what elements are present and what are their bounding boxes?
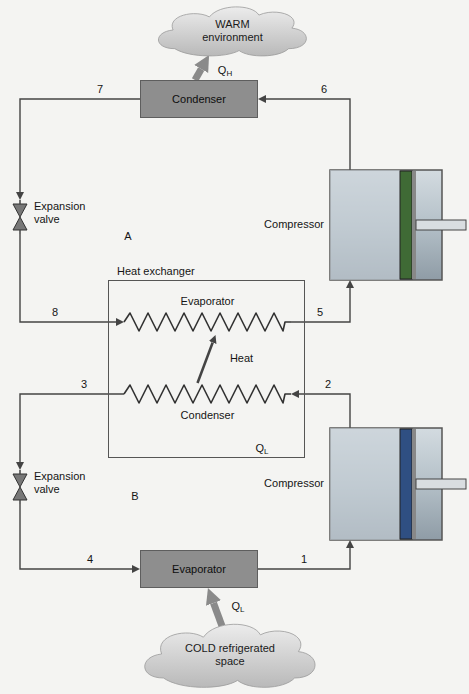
heat-exchanger-box: Condenser bbox=[140, 80, 258, 118]
refrigerant-line bbox=[299, 394, 350, 428]
compressor-cylinder bbox=[330, 170, 442, 280]
heat-exchanger: Heat exchangerEvaporatorCondenser bbox=[108, 280, 305, 458]
component-label: Condenser bbox=[172, 93, 226, 106]
valve-label: Expansion valve bbox=[34, 470, 100, 495]
cycle-label: A bbox=[122, 230, 133, 242]
refrigerant-line bbox=[20, 234, 116, 322]
state-number: 3 bbox=[79, 378, 89, 390]
coil: Evaporator bbox=[124, 311, 291, 333]
state-number: 7 bbox=[95, 83, 105, 95]
compressor-cylinder bbox=[330, 428, 442, 540]
coil-zigzag bbox=[124, 383, 291, 405]
coil-label: Evaporator bbox=[124, 295, 291, 308]
state-number: 4 bbox=[85, 553, 95, 565]
compressor-label: Compressor bbox=[264, 477, 324, 490]
state-number: 8 bbox=[50, 306, 60, 318]
heat-flow-arrow bbox=[195, 69, 201, 80]
compressor-label: Compressor bbox=[264, 218, 324, 231]
coil: Condenser bbox=[124, 383, 291, 405]
heat-exchanger-box: Evaporator bbox=[140, 550, 258, 588]
expansion-valve: Expansion valve bbox=[12, 200, 28, 234]
state-number: 1 bbox=[299, 553, 309, 565]
compressor: Compressor bbox=[330, 170, 442, 280]
environment-cloud: COLD refrigerated space bbox=[135, 618, 325, 690]
environment-label: COLD refrigerated space bbox=[178, 643, 283, 668]
refrigerant-line bbox=[20, 504, 132, 569]
coil-zigzag bbox=[124, 311, 291, 333]
state-number: 6 bbox=[319, 83, 329, 95]
cycle-label: B bbox=[129, 490, 140, 502]
expansion-valve: Expansion valve bbox=[12, 470, 28, 504]
exchanger-heading: Heat exchanger bbox=[117, 265, 195, 278]
valve-symbol bbox=[12, 200, 28, 234]
heat-label: Heat bbox=[228, 352, 255, 364]
valve-label: Expansion valve bbox=[34, 200, 100, 225]
refrigerant-line bbox=[20, 99, 140, 192]
environment-label: WARM environment bbox=[187, 18, 278, 43]
heat-flow-label: QL bbox=[253, 442, 270, 454]
refrigerant-line bbox=[291, 288, 350, 322]
heat-flow-label: QL bbox=[229, 600, 246, 612]
heat-flow-label: QH bbox=[216, 64, 234, 76]
component-label: Evaporator bbox=[172, 563, 226, 576]
heat-transfer-arrow bbox=[198, 343, 213, 384]
coil-label: Condenser bbox=[124, 409, 291, 422]
refrigerant-line bbox=[258, 548, 350, 569]
state-number: 5 bbox=[315, 306, 325, 318]
valve-symbol bbox=[12, 470, 28, 504]
compressor: Compressor bbox=[330, 428, 442, 540]
refrigerant-line bbox=[266, 99, 350, 170]
heat-flow-arrow bbox=[214, 603, 223, 626]
environment-cloud: WARM environment bbox=[150, 2, 315, 58]
state-number: 2 bbox=[323, 378, 333, 390]
